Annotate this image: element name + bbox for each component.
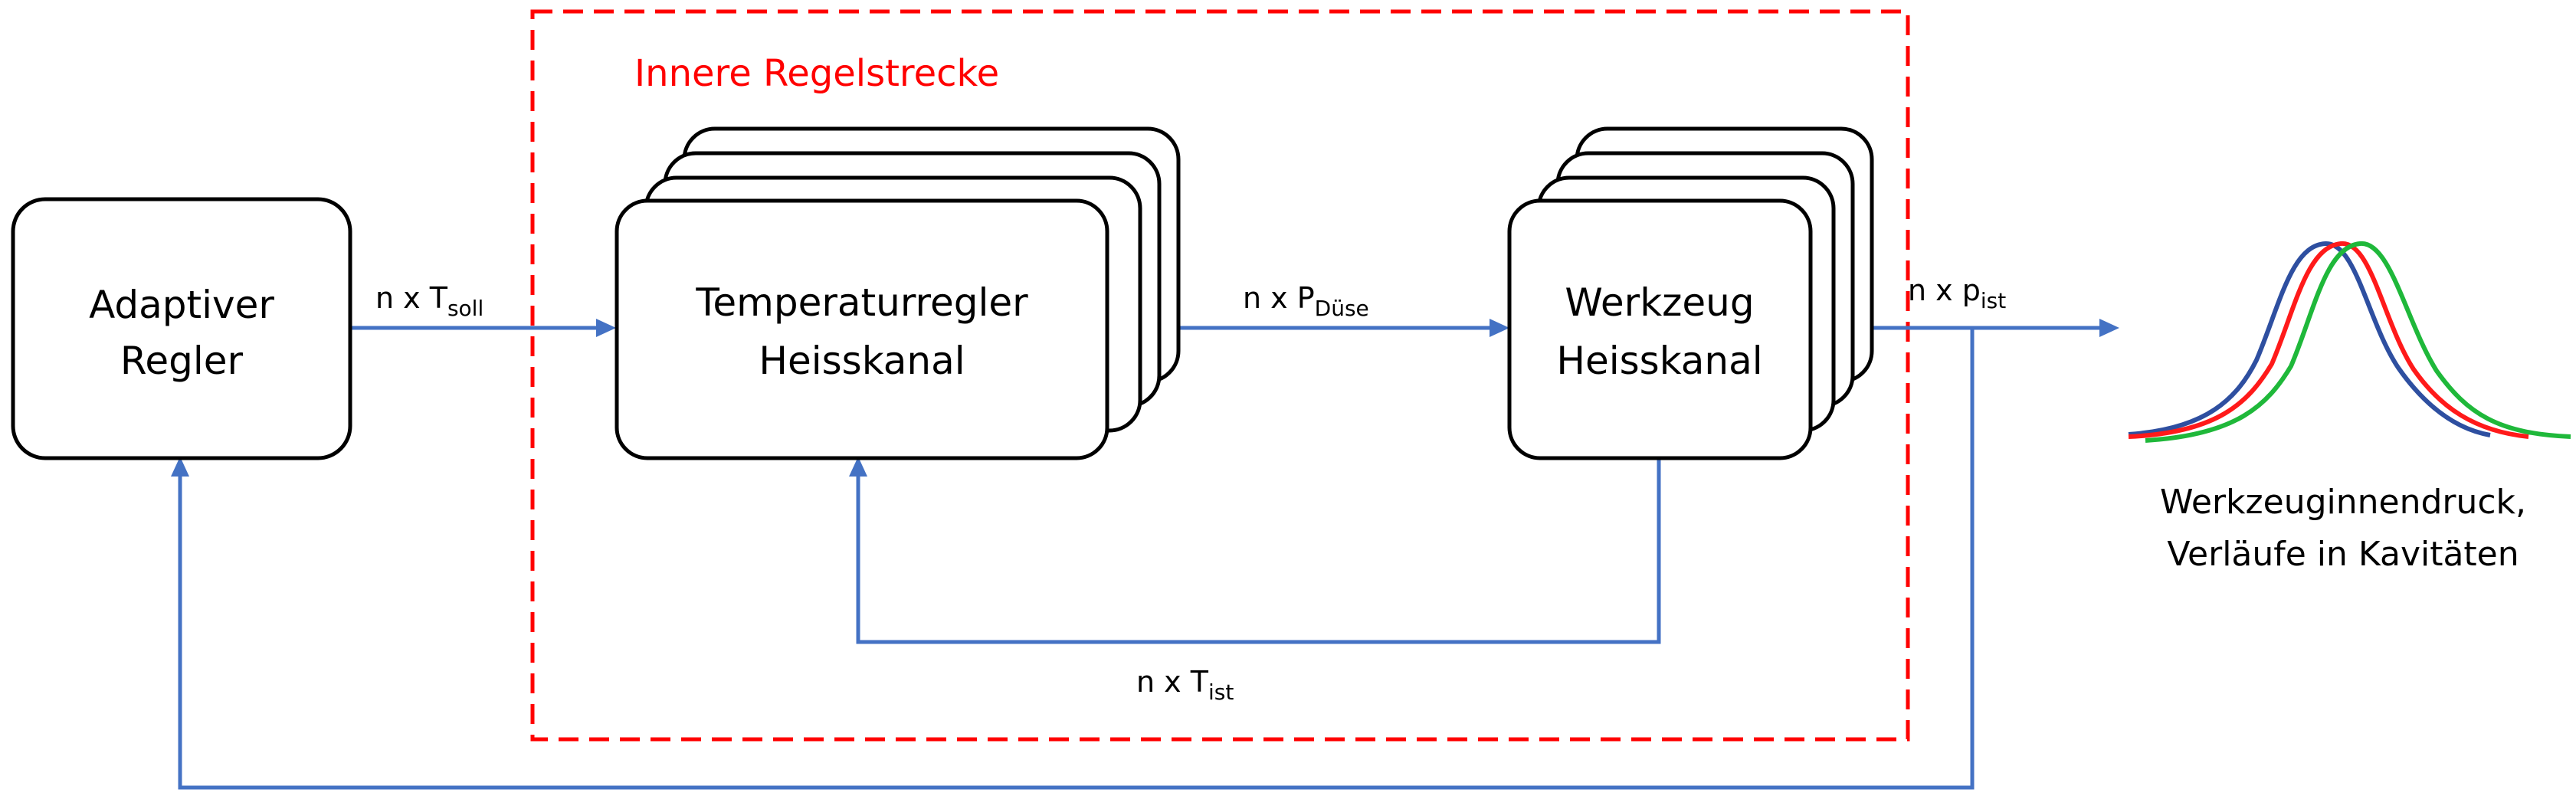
pressure-curve-blue — [2128, 241, 2491, 437]
inner-section-frame — [530, 9, 1910, 742]
flow-line-outer-feedback — [178, 328, 1975, 790]
temperature-controller-stack: Temperaturregler Heisskanal — [615, 126, 1181, 460]
signal-label-p-duese: n x PDüse — [1243, 281, 1369, 321]
tool-block — [1507, 198, 1813, 460]
tool-line1: Werkzeug — [1565, 280, 1754, 325]
flow-line-t-ist — [856, 458, 1661, 644]
arrowhead-t-ist — [849, 457, 867, 477]
pressure-caption-line2: Verläufe in Kavitäten — [2167, 535, 2519, 574]
arrowhead-p-ist — [2099, 319, 2119, 337]
adaptive-controller-line1: Adaptiver — [89, 283, 274, 327]
tool-line2: Heisskanal — [1556, 339, 1762, 383]
signal-label-t-soll: n x Tsoll — [375, 281, 483, 321]
tool-stack: Werkzeug Heisskanal — [1507, 126, 1874, 460]
adaptive-controller-block: Adaptiver Regler — [11, 197, 352, 460]
signal-label-p-ist: n x pist — [1908, 273, 2006, 313]
arrowhead-t-soll — [596, 319, 616, 337]
pressure-caption-line1: Werkzeuginnendruck, — [2160, 483, 2526, 522]
temperature-controller-block — [615, 198, 1109, 460]
arrowhead-outer-feedback — [171, 457, 189, 477]
signal-label-t-ist: n x Tist — [1136, 665, 1234, 705]
temperature-controller-line1: Temperaturregler — [695, 280, 1028, 325]
pressure-curves — [2128, 241, 2571, 443]
inner-section-title: Innere Regelstrecke — [634, 52, 999, 95]
pressure-curve-green — [2145, 241, 2571, 443]
pressure-curve-red — [2128, 241, 2529, 439]
adaptive-controller-line2: Regler — [120, 339, 244, 383]
temperature-controller-line2: Heisskanal — [759, 339, 965, 383]
arrowhead-p-duese — [1490, 319, 1509, 337]
